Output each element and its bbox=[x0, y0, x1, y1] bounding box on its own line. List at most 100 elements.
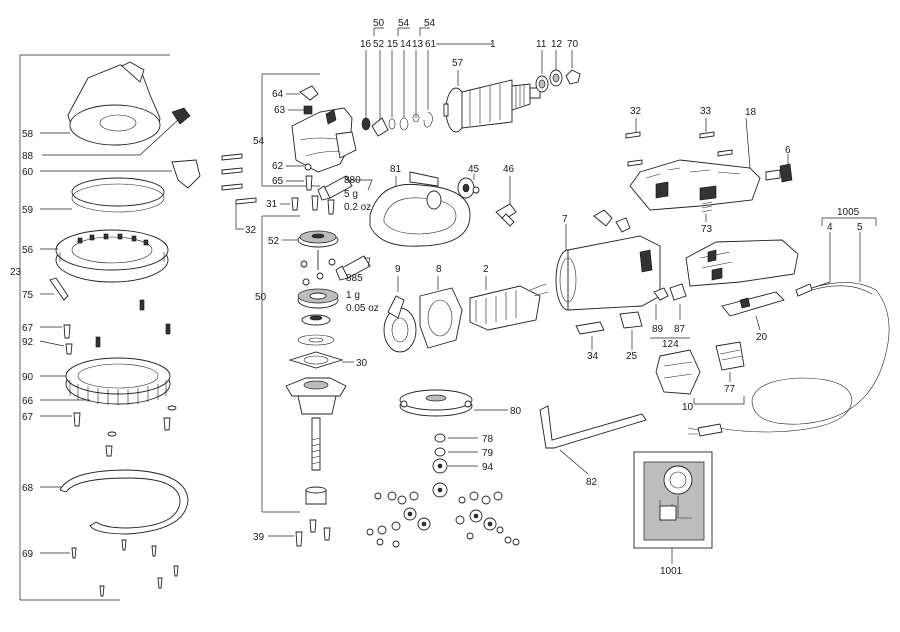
label-81: 81 bbox=[390, 164, 402, 175]
label-82: 82 bbox=[586, 477, 598, 488]
pins bbox=[95, 299, 171, 348]
label-11: 11 bbox=[536, 39, 547, 50]
gear-housing bbox=[291, 107, 357, 173]
label-79: 79 bbox=[482, 448, 494, 459]
small-parts-880 bbox=[311, 195, 335, 215]
part-2-stator bbox=[469, 276, 549, 331]
label-89: 89 bbox=[652, 324, 664, 335]
label-54left: 54 bbox=[253, 136, 265, 147]
part-20 bbox=[721, 291, 785, 331]
part-58-dust-hood bbox=[40, 61, 161, 146]
small-parts-right-cluster bbox=[455, 491, 520, 546]
part-78 bbox=[434, 433, 478, 443]
small-parts-left-cluster bbox=[366, 491, 431, 548]
label-885: 885 bbox=[346, 273, 363, 284]
part-67-screw bbox=[40, 324, 81, 427]
label-9: 9 bbox=[395, 264, 401, 275]
label-50: 50 bbox=[255, 292, 267, 303]
label-50top: 50 bbox=[373, 18, 385, 29]
part-32-screws bbox=[625, 118, 643, 167]
bracket-top-50-54 bbox=[373, 27, 492, 45]
part-62 bbox=[286, 163, 312, 171]
grease-880-oz: 0.2 oz bbox=[344, 202, 371, 213]
label-33: 33 bbox=[700, 106, 712, 117]
part-94 bbox=[432, 458, 478, 498]
label-78: 78 bbox=[482, 434, 494, 445]
label-54b: 54 bbox=[424, 18, 436, 29]
part-65 bbox=[286, 175, 313, 191]
label-32b: 32 bbox=[630, 106, 642, 117]
label-46: 46 bbox=[503, 164, 515, 175]
bracket-23 bbox=[19, 54, 170, 601]
part-ring bbox=[301, 314, 331, 326]
label-group: 1 2 4 5 6 7 8 9 10 11 12 13 14 15 16 18 … bbox=[10, 18, 863, 577]
label-14: 14 bbox=[400, 39, 412, 50]
label-2: 2 bbox=[483, 264, 489, 275]
label-92: 92 bbox=[22, 337, 34, 348]
part-7-motor-housing bbox=[555, 224, 661, 311]
part-45-gear bbox=[457, 174, 480, 199]
part-39-screws bbox=[268, 519, 331, 547]
label-124: 124 bbox=[662, 339, 679, 350]
label-30: 30 bbox=[356, 358, 368, 369]
label-20: 20 bbox=[756, 332, 768, 343]
label-8: 8 bbox=[436, 264, 442, 275]
label-54a: 54 bbox=[398, 18, 410, 29]
bracket-54-left bbox=[261, 73, 320, 187]
screws-group bbox=[221, 153, 257, 230]
part-34-label bbox=[575, 321, 605, 350]
inset-1001 bbox=[633, 451, 713, 564]
label-34: 34 bbox=[587, 351, 599, 362]
part-64 bbox=[286, 85, 319, 101]
part-81-handle bbox=[369, 171, 471, 247]
part-66 bbox=[40, 399, 177, 457]
label-69: 69 bbox=[22, 549, 34, 560]
part-75-lever bbox=[40, 277, 69, 301]
label-88: 88 bbox=[22, 151, 34, 162]
label-59: 59 bbox=[22, 205, 34, 216]
part-52-gear bbox=[282, 230, 339, 248]
label-75: 75 bbox=[22, 290, 34, 301]
part-12 bbox=[549, 50, 563, 87]
part-46-screw bbox=[495, 176, 517, 227]
label-5: 5 bbox=[857, 222, 863, 233]
small-rings-row bbox=[361, 50, 433, 137]
part-60-clip bbox=[40, 159, 201, 189]
label-67b: 67 bbox=[22, 412, 34, 423]
part-92 bbox=[39, 340, 73, 355]
bracket-1005 bbox=[821, 217, 877, 226]
label-87: 87 bbox=[674, 324, 686, 335]
label-1005: 1005 bbox=[837, 207, 860, 218]
label-1: 1 bbox=[490, 39, 496, 50]
part-80-pad bbox=[399, 389, 508, 417]
part-18-rear-housing bbox=[629, 117, 761, 211]
spindle-sleeve bbox=[305, 486, 327, 505]
part-11-bearing bbox=[535, 50, 549, 93]
label-13: 13 bbox=[412, 39, 424, 50]
part-89-87-brushes bbox=[650, 283, 690, 339]
label-23: 23 bbox=[10, 267, 22, 278]
label-6: 6 bbox=[785, 145, 791, 156]
part-10-switch bbox=[655, 349, 745, 405]
label-57: 57 bbox=[452, 58, 464, 69]
label-66: 66 bbox=[22, 396, 34, 407]
label-90: 90 bbox=[22, 372, 34, 383]
label-18: 18 bbox=[745, 107, 757, 118]
label-58: 58 bbox=[22, 129, 34, 140]
label-80: 80 bbox=[510, 406, 522, 417]
part-88-knob bbox=[42, 107, 191, 156]
part-56-ring bbox=[40, 229, 169, 283]
part-70 bbox=[565, 50, 581, 85]
part-30-gasket bbox=[288, 351, 354, 369]
part-5-cable bbox=[687, 232, 890, 437]
label-64: 64 bbox=[272, 89, 284, 100]
part-77 bbox=[715, 341, 745, 382]
part-33-screws bbox=[699, 118, 733, 157]
label-32a: 32 bbox=[245, 225, 257, 236]
part-73 bbox=[701, 201, 713, 222]
part-79 bbox=[434, 447, 478, 457]
label-31: 31 bbox=[266, 199, 278, 210]
handle-cover bbox=[685, 239, 799, 287]
part-59-band bbox=[40, 177, 165, 213]
part-25-label bbox=[619, 311, 643, 350]
